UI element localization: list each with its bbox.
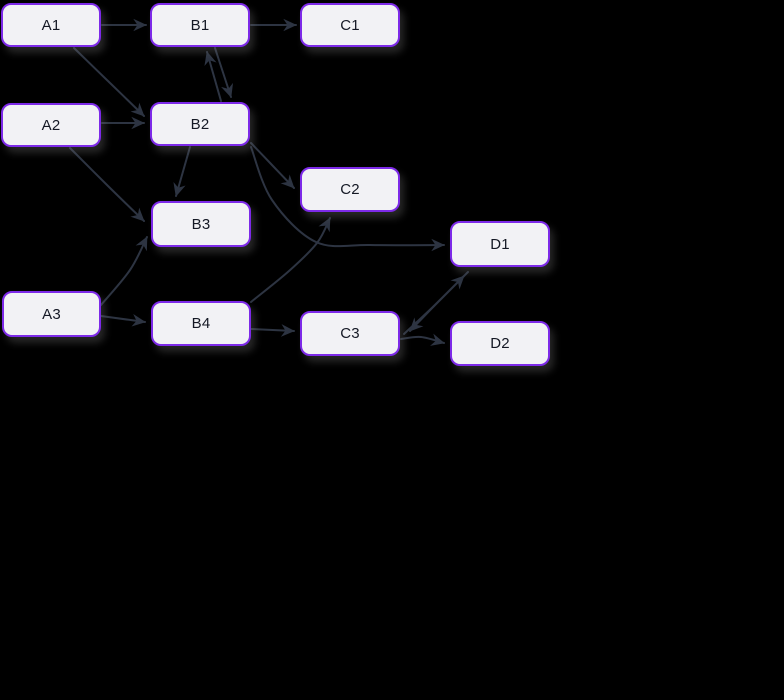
node-d2: D2 <box>450 321 550 366</box>
node-label: A1 <box>41 16 61 34</box>
edge-b4-c2 <box>250 217 331 303</box>
node-label: A3 <box>42 305 61 323</box>
node-c1: C1 <box>300 3 400 47</box>
node-b3: B3 <box>151 201 251 247</box>
edge-b1-b2 <box>214 47 234 98</box>
edge-b4-c3 <box>250 324 295 337</box>
node-c2: C2 <box>300 167 400 212</box>
node-b2: B2 <box>150 102 250 146</box>
node-a2: A2 <box>1 103 101 147</box>
edge-b2-c2 <box>250 142 295 189</box>
node-label: C2 <box>340 181 360 198</box>
node-label: B2 <box>190 115 210 133</box>
edge-b2-d1 <box>250 146 445 252</box>
edge-c3-d2 <box>400 333 445 346</box>
node-b4: B4 <box>151 301 251 346</box>
node-label: B3 <box>191 215 211 233</box>
node-a3: A3 <box>2 291 101 337</box>
node-b1: B1 <box>150 3 250 47</box>
node-label: B1 <box>190 16 210 34</box>
node-label: B4 <box>191 315 211 332</box>
edge-d1-c3 <box>409 271 469 332</box>
node-label: D2 <box>490 335 510 352</box>
edge-a1-b2 <box>73 47 145 117</box>
node-label: C3 <box>340 325 360 342</box>
edge-a3-b3 <box>100 236 148 306</box>
edge-b2-b1 <box>204 51 222 102</box>
edge-b2-b3 <box>173 146 191 197</box>
node-a1: A1 <box>1 3 101 47</box>
node-label: C1 <box>340 16 360 34</box>
edge-a2-b3 <box>69 147 145 222</box>
node-label: D1 <box>490 235 510 253</box>
edge-a3-b4 <box>100 314 146 327</box>
node-d1: D1 <box>450 221 550 267</box>
node-label: A2 <box>41 116 61 134</box>
node-c3: C3 <box>300 311 400 356</box>
